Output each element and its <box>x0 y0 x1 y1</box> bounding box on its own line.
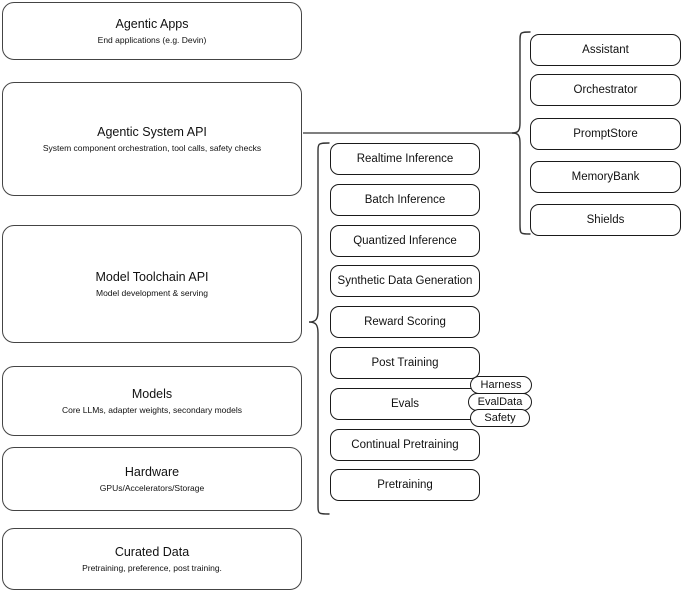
layer-title: Agentic System API <box>97 125 207 139</box>
layer-subtitle: End applications (e.g. Devin) <box>97 35 207 45</box>
chip-post-training[interactable]: Post Training <box>330 347 480 379</box>
chip-batch-inference[interactable]: Batch Inference <box>330 184 480 216</box>
chip-memorybank[interactable]: MemoryBank <box>530 161 681 193</box>
layer-models[interactable]: Models Core LLMs, adapter weights, secon… <box>2 366 302 436</box>
chip-quantized-inference[interactable]: Quantized Inference <box>330 225 480 257</box>
chip-promptstore[interactable]: PromptStore <box>530 118 681 150</box>
layer-title: Curated Data <box>114 545 190 559</box>
agentic-system-connector-line <box>303 126 519 142</box>
layer-subtitle: Pretraining, preference, post training. <box>82 563 222 573</box>
chip-continual-pretraining[interactable]: Continual Pretraining <box>330 429 480 461</box>
chip-orchestrator[interactable]: Orchestrator <box>530 74 681 106</box>
layer-agentic-system-api[interactable]: Agentic System API System component orch… <box>2 82 302 196</box>
layer-agentic-apps[interactable]: Agentic Apps End applications (e.g. Devi… <box>2 2 302 60</box>
chip-evals[interactable]: Evals <box>330 388 480 420</box>
chip-synthetic-data-generation[interactable]: Synthetic Data Generation <box>330 265 480 297</box>
layer-title: Models <box>131 387 173 401</box>
layer-title: Model Toolchain API <box>95 270 209 284</box>
layer-curated-data[interactable]: Curated Data Pretraining, preference, po… <box>2 528 302 590</box>
chip-reward-scoring[interactable]: Reward Scoring <box>330 306 480 338</box>
layer-subtitle: Model development & serving <box>96 288 208 298</box>
chip-assistant[interactable]: Assistant <box>530 34 681 66</box>
layer-subtitle: GPUs/Accelerators/Storage <box>99 483 205 493</box>
chip-shields[interactable]: Shields <box>530 204 681 236</box>
chip-pretraining[interactable]: Pretraining <box>330 469 480 501</box>
pill-harness[interactable]: Harness <box>470 376 532 394</box>
layer-subtitle: Core LLMs, adapter weights, secondary mo… <box>61 405 242 415</box>
chip-realtime-inference[interactable]: Realtime Inference <box>330 143 480 175</box>
layer-hardware[interactable]: Hardware GPUs/Accelerators/Storage <box>2 447 302 511</box>
pill-safety[interactable]: Safety <box>470 409 530 427</box>
layer-subtitle: System component orchestration, tool cal… <box>42 143 262 153</box>
layer-title: Agentic Apps <box>115 17 189 31</box>
toolchain-capabilities-brace <box>303 139 331 521</box>
layer-title: Hardware <box>124 465 180 479</box>
layer-model-toolchain-api[interactable]: Model Toolchain API Model development & … <box>2 225 302 343</box>
